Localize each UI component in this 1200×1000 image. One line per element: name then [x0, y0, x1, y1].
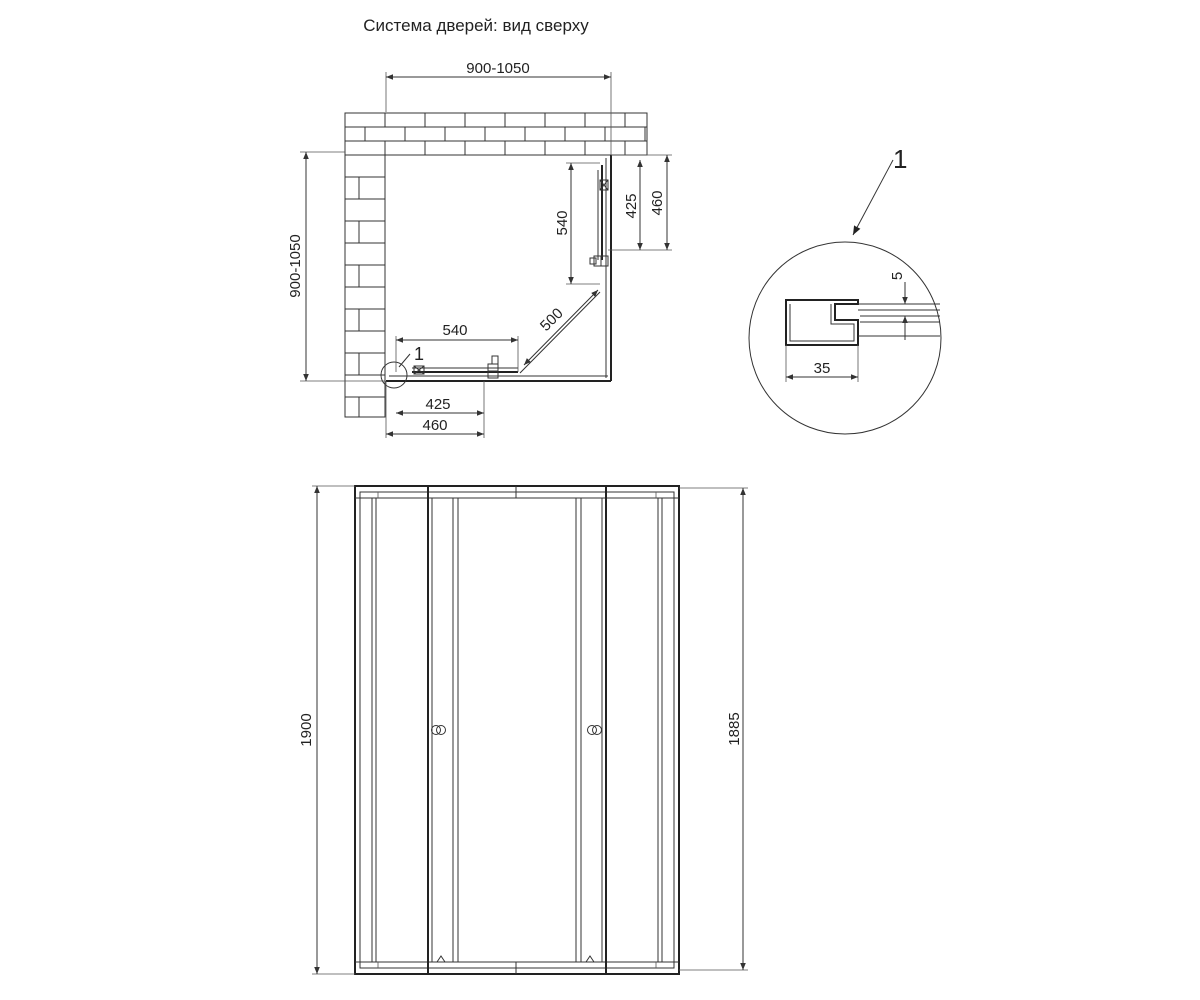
dim-left-height-label: 900-1050: [287, 234, 304, 297]
dim-top-width: 900-1050: [385, 60, 612, 160]
right-door-panel: [575, 497, 603, 963]
brick: [624, 140, 648, 156]
dim-bottom-425-label: 425: [425, 396, 450, 413]
dim-bottom-460-label: 460: [422, 417, 447, 434]
detail-view: 1 5 35: [748, 144, 942, 435]
profile-section: [785, 299, 940, 346]
brick: [344, 176, 360, 200]
brick: [344, 112, 386, 128]
brick: [344, 308, 360, 332]
wall-left-bricks: [344, 154, 386, 418]
dim-height-1885: 1885: [679, 487, 748, 971]
callout-circle-plan: 1: [380, 344, 424, 389]
left-door-knob: [431, 725, 441, 735]
brick: [404, 126, 446, 142]
dim-detail-35-label: 35: [814, 360, 831, 377]
brick: [344, 396, 360, 418]
brick: [384, 112, 426, 128]
door-handle-right: [589, 255, 609, 267]
dim-bottom-425: 425: [385, 381, 485, 438]
dim-right-540-label: 540: [554, 210, 571, 235]
brick: [424, 112, 466, 128]
brick: [344, 352, 360, 376]
plan-view: 900-1050 900-1050: [287, 60, 672, 438]
brick: [344, 126, 366, 142]
brick: [424, 140, 466, 156]
brick: [344, 264, 360, 288]
corner-marks: [377, 492, 657, 968]
brick: [344, 198, 386, 222]
dim-bottom-460: 460: [386, 417, 484, 437]
brick: [344, 330, 386, 354]
dim-right-425: 425: [608, 160, 672, 251]
wall-top-bricks: [344, 112, 648, 156]
dim-right-460-label: 460: [649, 190, 666, 215]
brick: [358, 264, 386, 288]
dim-top-width-label: 900-1050: [466, 60, 529, 77]
brick: [584, 112, 626, 128]
brick: [358, 396, 386, 418]
dim-detail-5: 5: [889, 272, 908, 340]
brick: [364, 126, 406, 142]
brick: [358, 220, 386, 244]
door-handle-bottom: [487, 355, 499, 379]
dim-diagonal-500: 500: [523, 289, 599, 366]
brick: [344, 220, 360, 244]
right-door-knob: [587, 725, 597, 735]
dim-height-1885-label: 1885: [726, 712, 743, 745]
brick: [464, 112, 506, 128]
dim-bottom-540-label: 540: [442, 322, 467, 339]
dim-height-1900-label: 1900: [298, 713, 315, 746]
brick: [444, 126, 486, 142]
brick: [358, 308, 386, 332]
brick: [344, 242, 386, 266]
dim-height-1900: 1900: [298, 485, 355, 975]
left-fixed-panel: [371, 486, 429, 974]
brick: [544, 112, 586, 128]
dim-bottom-540: 540: [395, 322, 519, 372]
left-door-panel: [431, 497, 459, 963]
center-glass-panel: [457, 497, 577, 963]
brick: [624, 112, 648, 128]
brick: [504, 140, 546, 156]
brick: [344, 286, 386, 310]
dim-detail-5-label: 5: [889, 272, 906, 280]
brick: [644, 126, 648, 142]
enclosure-outline: [386, 155, 612, 382]
detail-leader-arrow: [852, 159, 894, 236]
brick: [544, 140, 586, 156]
detail-callout-label: 1: [893, 144, 907, 174]
dim-right-425-label: 425: [623, 193, 640, 218]
diagram-title: Система дверей: вид сверху: [363, 16, 589, 35]
brick: [344, 374, 386, 398]
brick: [484, 126, 526, 142]
dim-left-height: 900-1050: [287, 151, 385, 382]
elevation-frame: [354, 485, 680, 975]
front-elevation: 1900 1885: [298, 485, 748, 975]
brick: [344, 154, 386, 178]
dim-right-460: 460: [611, 154, 672, 250]
brick: [504, 112, 546, 128]
roller-bottom-left: [413, 365, 425, 375]
roller-top-right: [599, 179, 609, 191]
brick: [344, 140, 386, 156]
brick: [584, 140, 626, 156]
brick: [358, 176, 386, 200]
brick: [564, 126, 606, 142]
right-fixed-panel: [605, 486, 663, 974]
brick: [524, 126, 566, 142]
brick: [384, 140, 426, 156]
callout-plan-label: 1: [414, 344, 424, 364]
dim-detail-35: 35: [785, 345, 859, 382]
brick: [464, 140, 506, 156]
dim-right-540: 540: [554, 162, 600, 285]
detail-circle: [748, 241, 942, 435]
